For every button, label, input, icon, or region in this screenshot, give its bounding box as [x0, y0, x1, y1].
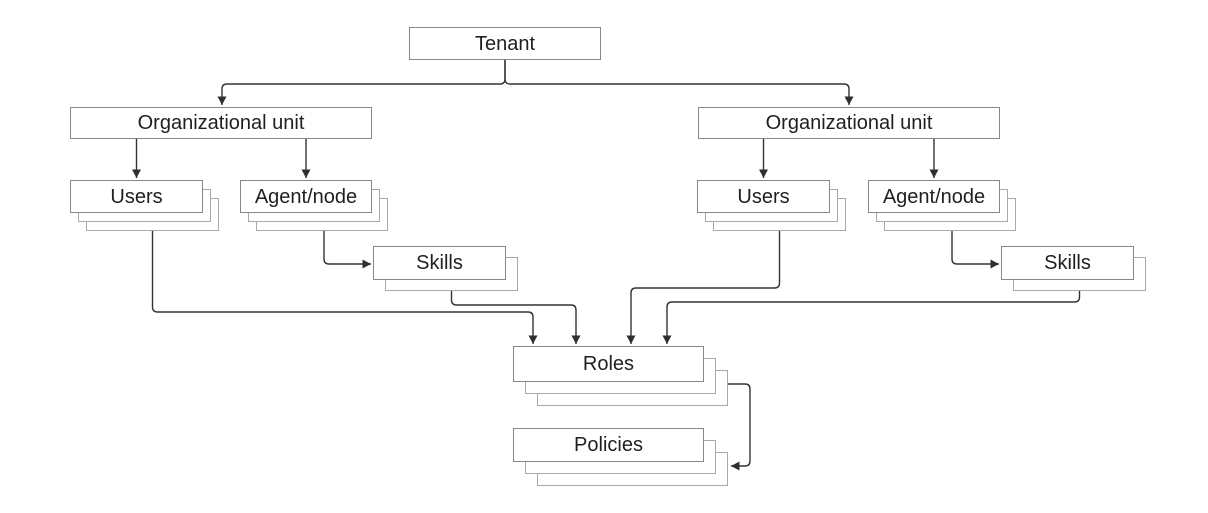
edge-agent-node-right-to-skills-right	[951, 231, 999, 269]
node-skills-left-box: Skills	[373, 246, 506, 280]
edge-tenant-to-org-unit-right	[504, 60, 854, 105]
node-roles-box: Roles	[513, 346, 704, 382]
node-users-left-label: Users	[110, 185, 163, 208]
node-users-left-box: Users	[70, 180, 203, 213]
node-org-unit-right-label: Organizational unit	[765, 112, 933, 134]
node-users-right-label: Users	[737, 185, 790, 208]
node-skills-right-label: Skills	[1044, 252, 1091, 274]
edge-skills-right-to-roles	[662, 291, 1081, 344]
node-agent-node-right-label: Agent/node	[882, 185, 986, 208]
node-org-unit-right-box: Organizational unit	[698, 107, 1000, 139]
edge-roles-to-policies	[728, 383, 751, 471]
node-agent-node-left-label: Agent/node	[254, 185, 358, 208]
node-skills-left-label: Skills	[416, 252, 463, 274]
node-agent-node-right-box: Agent/node	[868, 180, 1000, 213]
edge-skills-left-to-roles	[450, 291, 581, 344]
node-policies-box: Policies	[513, 428, 704, 462]
node-agent-node-left-box: Agent/node	[240, 180, 372, 213]
node-skills-right-box: Skills	[1001, 246, 1134, 280]
edge-tenant-to-org-unit-left	[217, 60, 506, 105]
edge-users-right-to-roles	[626, 231, 781, 344]
node-roles-label: Roles	[582, 353, 635, 375]
edge-agent-node-left-to-skills-left	[323, 231, 371, 269]
node-users-right-box: Users	[697, 180, 830, 213]
node-tenant-label: Tenant	[474, 32, 536, 55]
node-org-unit-left-label: Organizational unit	[137, 112, 305, 134]
node-tenant-box: Tenant	[409, 27, 601, 60]
node-org-unit-left-box: Organizational unit	[70, 107, 372, 139]
node-policies-label: Policies	[574, 434, 643, 456]
